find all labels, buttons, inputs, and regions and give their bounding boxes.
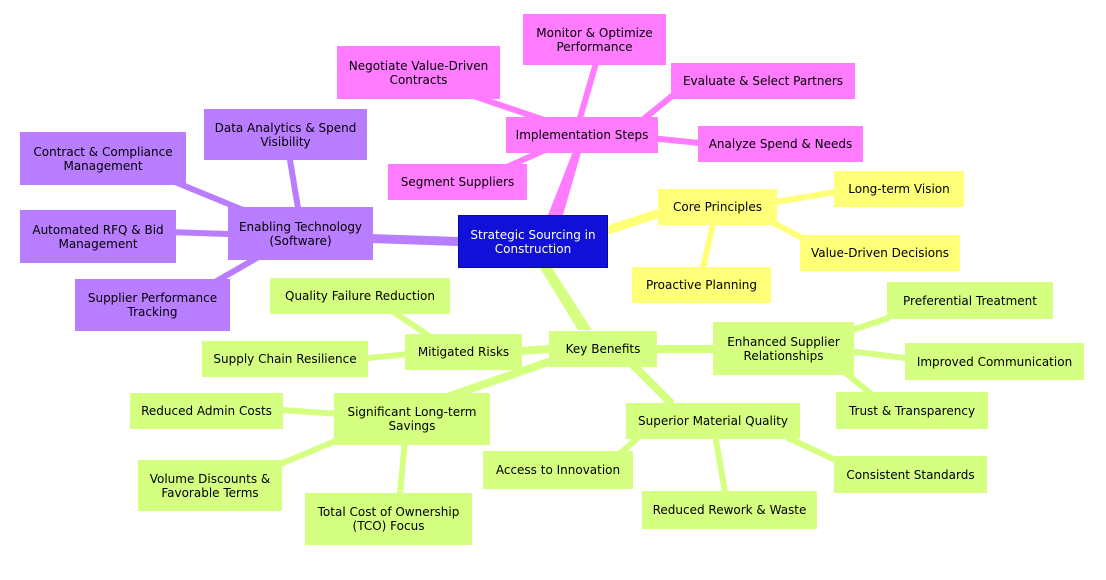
root-node: Strategic Sourcing in Construction [458, 215, 608, 268]
monitor-optimize-node: Monitor & Optimize Performance [523, 14, 666, 65]
automated-rfq-node: Automated RFQ & Bid Management [20, 210, 176, 263]
link-impl-analyze [647, 135, 703, 146]
segment-suppliers-node: Segment Suppliers [388, 164, 527, 200]
key-benefits-node: Key Benefits [549, 331, 657, 367]
access-innovation-node: Access to Innovation [483, 451, 633, 489]
quality-failure-node: Quality Failure Reduction [270, 278, 450, 314]
link-tech-rfq [165, 229, 231, 237]
long-term-vision-node: Long-term Vision [834, 171, 964, 207]
implementation-steps-node: Implementation Steps [506, 117, 658, 153]
link-quality-consistent [785, 435, 843, 465]
volume-discounts-node: Volume Discounts & Favorable Terms [138, 460, 282, 511]
analyze-spend-node: Analyze Spend & Needs [698, 126, 863, 162]
link-benefits-quality [626, 358, 674, 406]
evaluate-partners-node: Evaluate & Select Partners [671, 63, 855, 99]
reduced-admin-node: Reduced Admin Costs [130, 393, 283, 429]
enabling-technology-node: Enabling Technology (Software) [228, 207, 373, 260]
link-savings-admin [279, 407, 343, 417]
preferential-treatment-node: Preferential Treatment [887, 282, 1053, 319]
negotiate-contracts-node: Negotiate Value-Driven Contracts [337, 46, 500, 99]
link-root-technology [370, 234, 458, 246]
link-root-implementation [548, 149, 582, 215]
supply-chain-node: Supply Chain Resilience [202, 341, 368, 377]
consistent-standards-node: Consistent Standards [834, 456, 987, 493]
supplier-tracking-node: Supplier Performance Tracking [75, 279, 230, 331]
trust-transparency-node: Trust & Transparency [836, 392, 988, 429]
link-impl-monitor [577, 60, 599, 121]
link-root-principles [603, 208, 665, 235]
link-principles-planning [700, 221, 716, 271]
superior-quality-node: Superior Material Quality [626, 403, 800, 439]
link-quality-rework [713, 437, 728, 495]
data-analytics-node: Data Analytics & Spend Visibility [204, 109, 367, 160]
link-root-benefits [540, 268, 592, 330]
reduced-rework-node: Reduced Rework & Waste [642, 491, 817, 529]
enhanced-relationships-node: Enhanced Supplier Relationships [713, 322, 854, 375]
link-mitigated-qfr [392, 310, 435, 341]
improved-communication-node: Improved Communication [905, 343, 1084, 380]
link-mitigated-scr [365, 351, 413, 361]
link-benefits-savings [446, 354, 564, 400]
link-tech-analytics [287, 157, 301, 211]
tco-focus-node: Total Cost of Ownership (TCO) Focus [305, 493, 472, 545]
mitigated-risks-node: Mitigated Risks [405, 334, 522, 370]
link-savings-volume [275, 437, 341, 468]
long-term-savings-node: Significant Long-term Savings [334, 393, 490, 445]
link-principles-vision [767, 189, 838, 206]
value-driven-decisions-node: Value-Driven Decisions [800, 235, 960, 271]
core-principles-node: Core Principles [658, 189, 777, 225]
link-savings-tco [397, 437, 408, 497]
proactive-planning-node: Proactive Planning [632, 267, 771, 303]
contract-compliance-node: Contract & Compliance Management [20, 132, 186, 185]
